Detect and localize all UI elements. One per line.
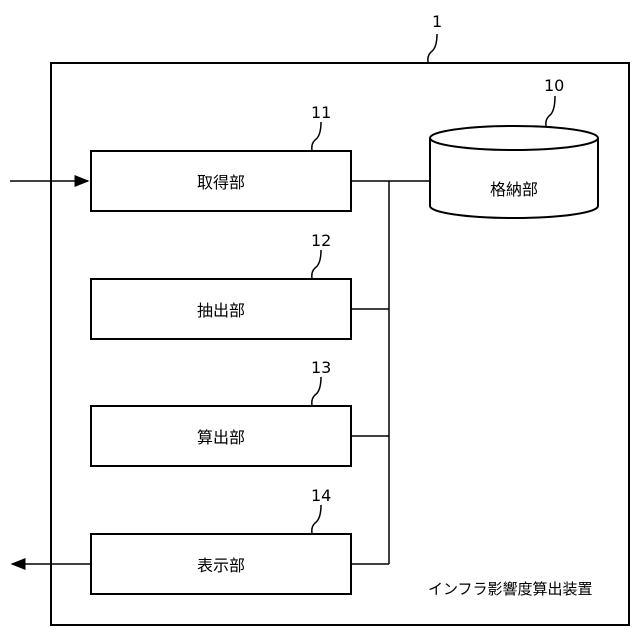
extraction-unit: 抽出部 [90, 278, 352, 340]
calculation-unit-label: 算出部 [197, 424, 245, 448]
ref-storage: 10 [544, 76, 564, 95]
ref-unit-14: 14 [311, 486, 331, 505]
calculation-unit: 算出部 [90, 405, 352, 467]
display-unit-label: 表示部 [197, 552, 245, 576]
acquisition-unit-label: 取得部 [197, 169, 245, 193]
display-unit: 表示部 [90, 533, 352, 595]
ref-unit-11: 11 [311, 103, 331, 122]
extraction-unit-label: 抽出部 [197, 297, 245, 321]
acquisition-unit: 取得部 [90, 150, 352, 212]
ref-unit-12: 12 [311, 231, 331, 250]
leader-1 [428, 34, 437, 62]
ref-unit-13: 13 [311, 358, 331, 377]
device-name: インフラ影響度算出装置 [428, 578, 593, 599]
storage-label: 格納部 [430, 176, 598, 200]
ref-device: 1 [432, 12, 442, 31]
